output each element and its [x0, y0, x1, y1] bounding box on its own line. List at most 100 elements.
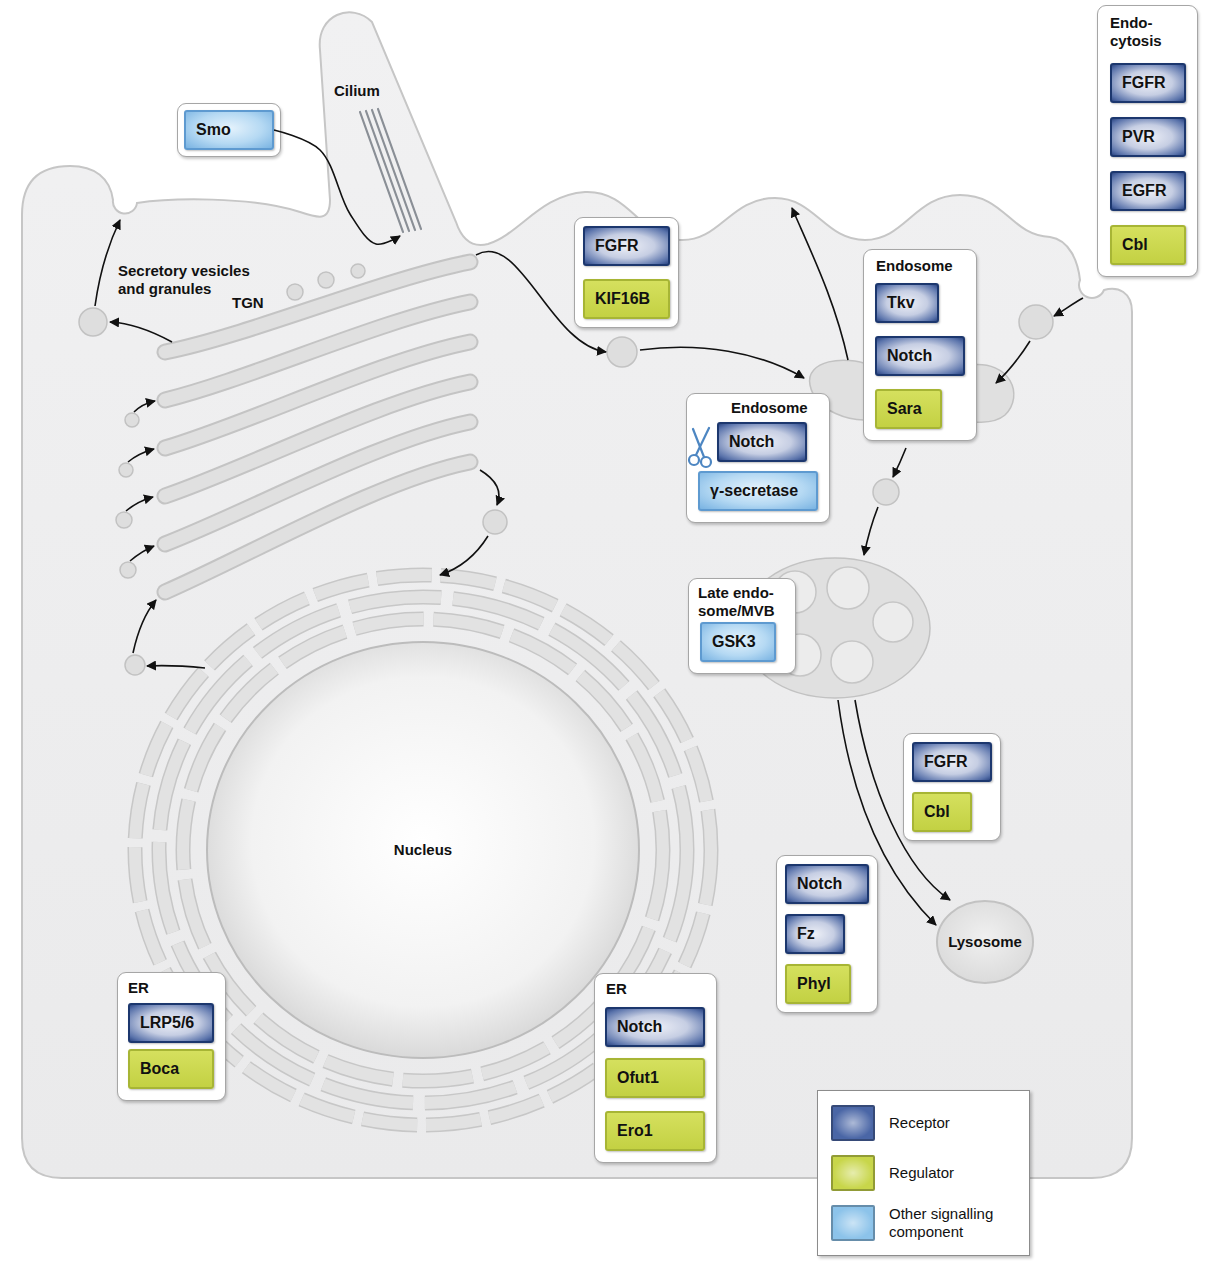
cilium-axoneme [360, 112, 403, 232]
regulator-box: Phyl [785, 964, 851, 1004]
label-anchor: TGN [232, 294, 264, 312]
regulator-box: Ofut1 [605, 1058, 705, 1098]
receptor-box: FGFR [583, 226, 670, 266]
group-box: Endo- cytosisFGFR PVR EGFR Cbl [1097, 5, 1198, 277]
organelle-ellipse: Nucleus [205, 640, 641, 1060]
legend-box: ReceptorRegulatorOther signalling compon… [817, 1090, 1030, 1256]
cilium-axoneme [378, 109, 421, 229]
transport-arrow [480, 470, 499, 505]
cilium-axoneme [372, 110, 415, 230]
organelle-outline [207, 642, 639, 1058]
legend-swatch [831, 1105, 875, 1141]
receptor-box: PVR [1110, 117, 1186, 157]
group-heading: ER [128, 979, 149, 997]
legend-text: Other signalling component [889, 1205, 1017, 1241]
transport-arrow [126, 497, 153, 511]
group-box: Late endo- some/MVB GSK3 [688, 578, 796, 674]
transport-arrow [133, 600, 156, 653]
organelle-label: Nucleus [394, 841, 452, 859]
legend-row: Regulator [831, 1155, 1017, 1191]
box-label: Smo [196, 119, 254, 141]
legend-row: Receptor [831, 1105, 1017, 1141]
cilium-axoneme [366, 111, 409, 231]
vesicle [287, 284, 303, 300]
cell-outline [22, 12, 1132, 1178]
legend-swatch [831, 1155, 875, 1191]
transport-arrow [130, 546, 154, 561]
regulator-box: Boca [128, 1049, 214, 1089]
box-label: Tkv [887, 292, 919, 314]
transport-arrow [996, 341, 1030, 383]
component-box: GSK3 [700, 622, 776, 662]
receptor-box: EGFR [1110, 171, 1186, 211]
transport-arrow [640, 347, 804, 378]
mvb-shape [873, 602, 913, 642]
transport-arrow [134, 401, 155, 412]
transport-arrow [95, 220, 120, 306]
group-heading: Endosome [876, 257, 953, 275]
receptor-box: LRP5/6 [128, 1003, 214, 1043]
organelle-outline [937, 901, 1033, 983]
transport-arrow [147, 666, 205, 668]
annotation-label: Secretory vesicles and granules [118, 262, 268, 298]
golgi-stack [165, 262, 470, 592]
vesicle [120, 562, 136, 578]
component-box: γ-secretase [698, 471, 818, 511]
box-label: GSK3 [712, 631, 756, 653]
receptor-box: Tkv [875, 283, 939, 323]
vesicle [125, 655, 145, 675]
box-label: Ero1 [617, 1120, 685, 1142]
receptor-box: Notch [785, 864, 869, 904]
legend-swatch [831, 1205, 875, 1241]
box-label: KIF16B [595, 288, 650, 310]
organelle-label: Cilium [334, 82, 380, 100]
group-box: ER LRP5/6Boca [117, 972, 226, 1101]
vesicle [607, 337, 637, 367]
signal-arrow [274, 130, 400, 244]
box-label: Notch [887, 345, 945, 367]
vesicle [351, 264, 365, 278]
regulator-box: KIF16B [583, 279, 670, 319]
box-label: Sara [887, 398, 922, 420]
cilium-region: Cilium [330, 78, 430, 236]
legend-text: Regulator [889, 1164, 1017, 1182]
receptor-box: Notch [875, 336, 965, 376]
group-box: ER NotchOfut1Ero1 [594, 973, 717, 1163]
annotation-label: TGN [232, 294, 264, 312]
transport-arrow [110, 322, 172, 342]
legend-row: Other signalling component [831, 1205, 1017, 1241]
vesicle [119, 463, 133, 477]
box-label: LRP5/6 [140, 1012, 194, 1034]
transport-arrow [1054, 298, 1083, 316]
vesicle [116, 512, 132, 528]
box-label: γ-secretase [710, 480, 798, 502]
group-box: EndosomeTkvNotchSara [863, 249, 977, 441]
scissors-icon [686, 425, 714, 469]
box-label: FGFR [1122, 72, 1166, 94]
receptor-box: Notch [605, 1007, 705, 1047]
golgi-stack [165, 462, 470, 592]
er-membrane [183, 619, 663, 1081]
vesicle [483, 510, 507, 534]
group-heading: Late endo- some/MVB [698, 584, 784, 620]
box-label: FGFR [924, 751, 972, 773]
cilium-axoneme [360, 109, 421, 232]
group-heading: Endo- cytosis [1110, 14, 1180, 50]
box-label: Ofut1 [617, 1067, 685, 1089]
group-heading: ER [606, 980, 627, 998]
box-label: Fz [797, 923, 825, 945]
vesicle [318, 272, 334, 288]
receptor-box: FGFR [912, 742, 992, 782]
mvb-shape [831, 641, 873, 683]
regulator-box: Ero1 [605, 1111, 705, 1151]
organelle-label: Lysosome [948, 933, 1022, 951]
regulator-box: Cbl [1110, 225, 1186, 265]
vesicle [1019, 305, 1053, 339]
box-label: Phyl [797, 973, 831, 995]
box-label: EGFR [1122, 180, 1166, 202]
label-anchor: Secretory vesicles and granules [118, 262, 268, 298]
vesicle [873, 479, 899, 505]
box-label: Cbl [924, 801, 952, 823]
vesicle [125, 413, 139, 427]
